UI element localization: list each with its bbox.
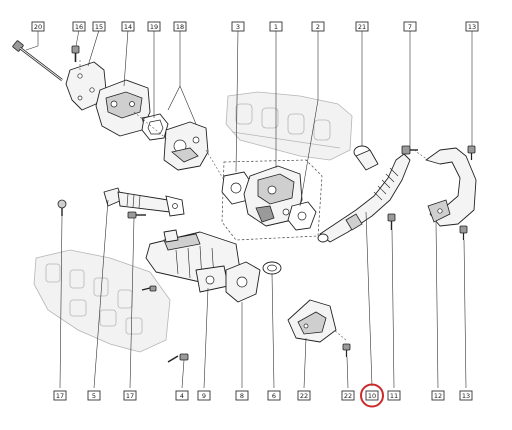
callout-label: 21 [358,23,366,31]
callout-19: 19 [147,21,161,32]
callout-label: 2 [316,23,320,31]
callout-5: 5 [87,390,101,401]
small-bolt-right-bottom [459,225,468,240]
callout-17-a: 17 [53,390,67,401]
callout-label: 20 [34,23,42,31]
callout-21: 21 [355,21,369,32]
callout-16: 16 [72,21,86,32]
callout-9: 9 [197,390,211,401]
curved-rigid-pipe [425,147,477,227]
ring-gasket [262,261,282,275]
callout-label: 4 [180,392,184,400]
callout-3: 3 [231,21,245,32]
flexible-egr-pipe [317,153,411,243]
callout-13-bottom: 13 [459,390,473,401]
callout-label: 12 [434,392,442,400]
egr-cooler [145,229,241,293]
callout-label: 7 [408,23,412,31]
callouts-top: 20 16 15 14 19 18 3 1 [31,21,479,32]
callout-label: 13 [462,392,470,400]
callout-label: 17 [56,392,64,400]
mounting-bracket [65,61,107,111]
callout-label: 18 [176,23,184,31]
intake-manifold-ghost [225,91,353,161]
callout-label: 10 [368,392,376,400]
banjo-bolt [401,145,418,155]
egr-valve-outlet-gasket [287,201,317,231]
callout-label: 1 [274,23,278,31]
callout-2: 2 [311,21,325,32]
valve-housing [163,121,209,171]
callout-20: 20 [31,21,45,32]
callout-14: 14 [121,21,135,32]
callout-label: 3 [236,23,240,31]
long-bolt [12,40,63,81]
leader-lines [25,29,473,389]
pipe-elbow [225,261,261,303]
callout-label: 5 [92,392,96,400]
callout-6: 6 [267,390,281,401]
exhaust-manifold-ghost [33,249,171,353]
egr-valve [243,165,303,227]
egr-valve-assembly-frame [221,159,323,241]
callout-18: 18 [173,21,187,32]
callout-17-b: 17 [123,390,137,401]
callout-label: 6 [272,392,276,400]
callout-11: 11 [387,390,401,401]
screw-lower [141,285,157,292]
callout-22-b: 22 [341,390,355,401]
callout-label: 15 [95,23,103,31]
pipe-clamp [353,145,379,171]
highlight-marker [360,383,384,408]
callout-label: 22 [344,392,352,400]
small-bolt-right-top [467,145,476,160]
callout-15: 15 [92,21,106,32]
callout-8: 8 [235,390,249,401]
bolt-bottom [167,353,189,363]
callout-label: 9 [202,392,206,400]
callout-12: 12 [431,390,445,401]
callout-label: 8 [240,392,244,400]
callout-label: 22 [300,392,308,400]
callout-10: 10 [365,390,379,401]
callout-label: 19 [150,23,158,31]
screw-middle [127,211,146,219]
callout-label: 16 [75,23,83,31]
callout-4: 4 [175,390,189,401]
highlight-circle [360,383,384,408]
callout-1: 1 [269,21,283,32]
callout-label: 13 [468,23,476,31]
pipe-screw [387,213,396,230]
callout-label: 11 [390,392,398,400]
bracket-screw [342,343,351,357]
heat-shield-bracket [287,299,337,343]
callout-label: 14 [124,23,132,31]
cooler-pipe [103,187,185,217]
callout-13-top: 13 [465,21,479,32]
small-bolt-top [71,45,80,62]
screw-left [57,199,67,216]
callouts-bottom: 17 5 17 4 9 8 6 22 [53,390,473,401]
callout-22-a: 22 [297,390,311,401]
callout-7: 7 [403,21,417,32]
actuator-gasket [141,113,169,141]
callout-label: 17 [126,392,134,400]
